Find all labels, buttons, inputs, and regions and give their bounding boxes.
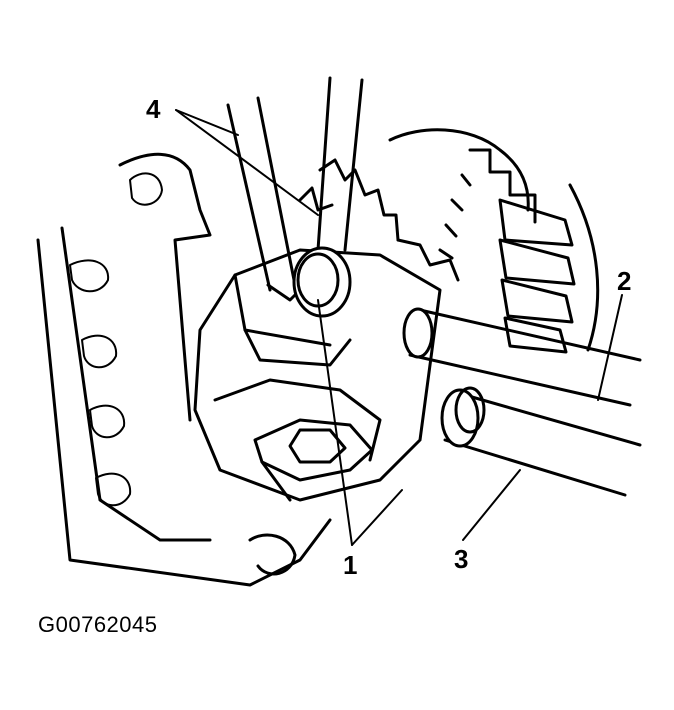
callout-1: 1	[343, 550, 357, 580]
snap-ring-pliers-tool	[226, 76, 364, 302]
engine-block	[36, 152, 332, 587]
callout-3: 3	[454, 544, 468, 574]
callout-4: 4	[146, 94, 161, 124]
shaft-lower	[440, 386, 642, 497]
pump-gear-teeth	[298, 158, 460, 282]
timing-gear	[388, 128, 600, 354]
figure-id-label: G00762045	[38, 612, 158, 637]
leader-lines	[175, 109, 623, 546]
shaft-upper	[402, 307, 642, 407]
oil-pump-housing	[193, 248, 442, 502]
pump-seal-ring	[292, 246, 352, 318]
callout-2: 2	[617, 266, 631, 296]
